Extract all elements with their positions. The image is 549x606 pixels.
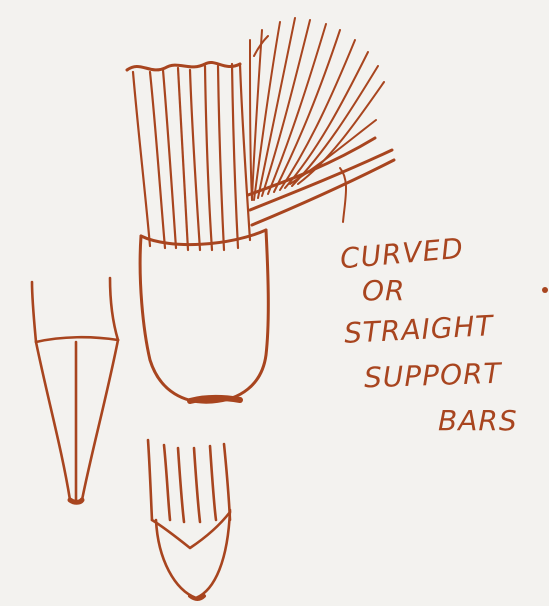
left-cone-drawing [32,278,118,502]
vertical-rods [133,64,250,250]
cup-rim [141,230,266,245]
fan-support-bars [250,18,384,200]
point-rod [194,448,200,522]
cone-body [36,342,70,500]
cup-outline [140,230,268,402]
point-rod [178,448,184,522]
bottom-point-drawing [148,440,230,599]
ink-dot [542,287,548,293]
point-rod [148,440,152,520]
annotation-leader [340,168,346,222]
point-rod [210,446,216,520]
cone-left-side [32,282,36,342]
rod-bundle-top [127,62,240,70]
annotation-line-5: BARS [438,407,518,435]
cone-body [82,340,118,500]
cup-base [190,398,240,401]
point-rod [224,444,230,520]
annotation-line-3: STRAIGHT [343,312,494,348]
support-bar-arm [250,150,392,210]
annotation-line-4: SUPPORT [364,360,503,393]
point-chevron [152,512,230,548]
annotation-line-2: OR [362,277,406,305]
point-rod [164,445,170,520]
cone-right-side [110,278,118,340]
